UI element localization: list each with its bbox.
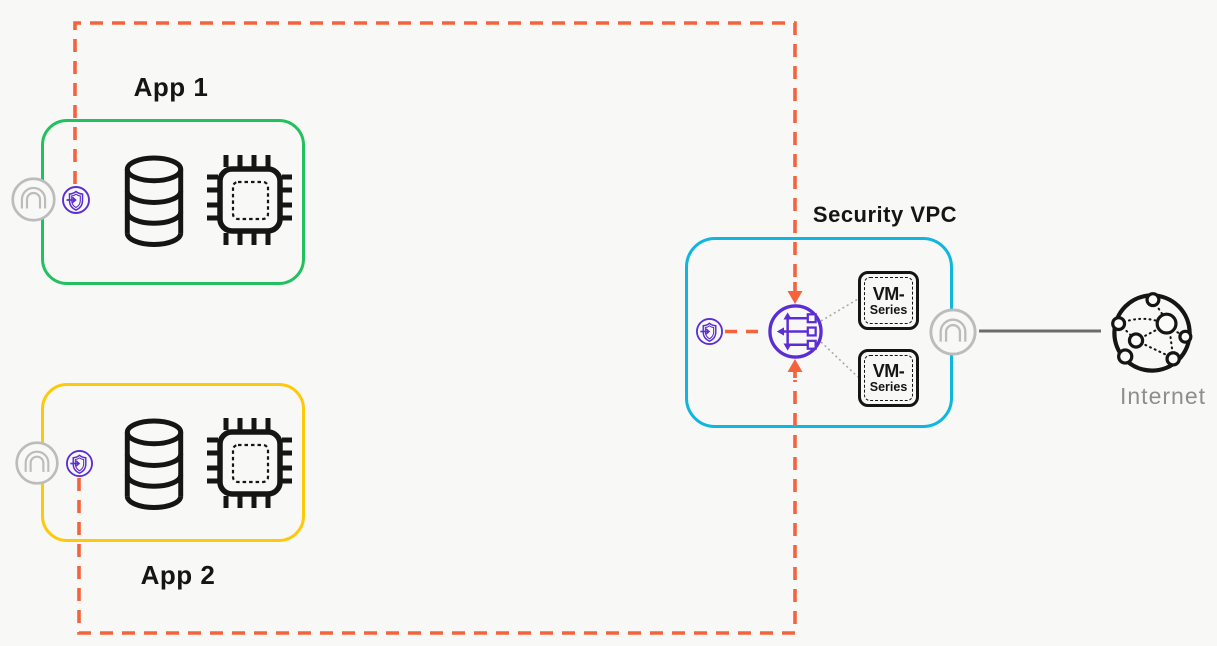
link-gwlb-vm1: [820, 298, 859, 322]
vm-series-firewall-1: VM- Series: [858, 271, 919, 330]
network-gateway-icon: [10, 176, 57, 223]
security-vpc-label: Security VPC: [812, 202, 958, 227]
link-gwlb-vm2: [820, 341, 859, 378]
database-icon: [118, 155, 190, 247]
vm-series-label-line1: VM-: [872, 283, 905, 304]
flow-app2-to-gwlb: [77, 380, 797, 635]
arrowhead-down-icon: [787, 291, 803, 304]
gateway-load-balancer-icon: [767, 303, 824, 360]
database-icon: [118, 418, 190, 510]
internet-globe-icon: [1105, 286, 1199, 380]
vm-series-firewall-2: VM- Series: [858, 349, 919, 407]
endpoint-shield-icon: [65, 449, 94, 478]
endpoint-shield-icon: [695, 317, 724, 346]
vm-series-inner-border: [864, 277, 913, 324]
vm-series-label-line1: VM-: [872, 361, 905, 382]
vm-series-label-line2: Series: [869, 380, 908, 395]
arrowhead-up-icon: [787, 359, 803, 372]
endpoint-shield-icon: [61, 185, 91, 215]
vm-series-label-line2: Series: [869, 302, 908, 317]
cpu-chip-icon: [207, 155, 292, 247]
app1-label: App 1: [133, 72, 209, 102]
vm-series-inner-border: [864, 355, 913, 401]
network-gateway-icon: [928, 307, 978, 357]
network-gateway-icon: [14, 440, 60, 486]
app2-label: App 2: [140, 560, 216, 590]
internet-label: Internet: [1120, 383, 1206, 409]
cpu-chip-icon: [207, 418, 292, 510]
